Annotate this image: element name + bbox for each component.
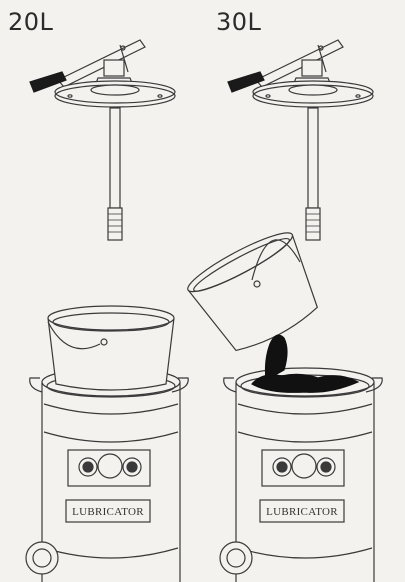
lubricator-barrel-left bbox=[26, 306, 188, 582]
badge-letter-right: L bbox=[122, 464, 142, 469]
hand-pump-20l bbox=[30, 40, 175, 240]
badge-letter-left: J bbox=[78, 464, 98, 469]
barrel-brand-label-right: LUBRICATOR bbox=[263, 506, 341, 518]
lubricator-barrel-right bbox=[183, 225, 382, 582]
barrel-brand-label-left: LUBRICATOR bbox=[69, 506, 147, 518]
hand-pump-30l bbox=[228, 40, 373, 240]
